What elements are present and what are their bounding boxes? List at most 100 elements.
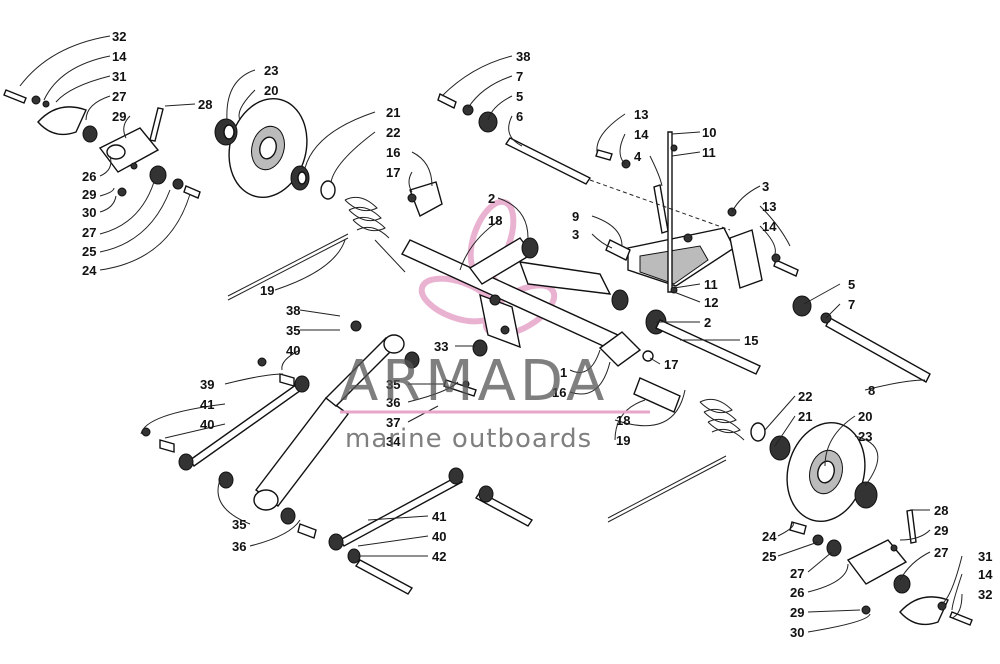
- callout-label: 15: [744, 333, 758, 348]
- center-cross-shaft: [401, 237, 667, 367]
- callout-label: 5: [848, 277, 855, 292]
- callout-label: 22: [798, 389, 812, 404]
- callout-label: 14: [634, 127, 649, 142]
- callout-label: 24: [762, 529, 777, 544]
- watermark-brand: ARMADA: [340, 349, 608, 414]
- right-snap-ring: [750, 422, 766, 442]
- right-torsion-spring: [607, 377, 745, 523]
- upper-rear-shaft: [437, 93, 731, 231]
- callout-label: 25: [762, 549, 776, 564]
- left-spring-bolt: [407, 193, 417, 203]
- left-idler-wheel: [228, 98, 308, 198]
- watermark-tagline: marine outboards: [345, 424, 592, 454]
- callout-label: 32: [112, 29, 126, 44]
- callout-labels: 32 14 31 27 29 28 23 20 21 22 26 29 30 2…: [82, 29, 993, 640]
- callout-label: 27: [82, 225, 96, 240]
- shaft-15: [655, 319, 761, 375]
- right-long-bolt: [792, 295, 931, 383]
- left-axle-clamp: [3, 89, 201, 199]
- callout-label: 3: [762, 179, 769, 194]
- callout-label: 11: [702, 145, 716, 160]
- callout-label: 1: [560, 365, 567, 380]
- callout-label: 42: [432, 549, 446, 564]
- callout-label: 23: [858, 429, 872, 444]
- callout-label: 40: [432, 529, 446, 544]
- callout-label: 10: [702, 125, 716, 140]
- callout-label: 2: [704, 315, 711, 330]
- callout-label: 26: [82, 169, 96, 184]
- lower-link-rods: [141, 373, 534, 595]
- callout-label: 29: [934, 523, 948, 538]
- shock-absorber: [218, 320, 420, 525]
- callout-label: 35: [232, 517, 246, 532]
- callout-label: 13: [762, 199, 776, 214]
- left-wheel-hub: [214, 118, 238, 146]
- callout-label: 25: [82, 244, 96, 259]
- right-axle-clamp: [789, 509, 973, 626]
- callout-label: 32: [978, 587, 992, 602]
- callout-label: 16: [552, 385, 566, 400]
- callout-label: 36: [386, 395, 400, 410]
- callout-label: 37: [386, 415, 400, 430]
- callout-label: 31: [112, 69, 126, 84]
- callout-label: 30: [790, 625, 804, 640]
- callout-label: 35: [386, 377, 400, 392]
- callout-label: 16: [386, 145, 400, 160]
- right-wheel-hub: [854, 481, 878, 509]
- left-spring-block: [409, 181, 443, 217]
- callout-label: 38: [516, 49, 530, 64]
- callout-label: 27: [112, 89, 126, 104]
- callout-label: 18: [488, 213, 502, 228]
- callout-label: 23: [264, 63, 278, 78]
- right-bearing: [769, 435, 791, 461]
- callout-label: 19: [616, 433, 630, 448]
- callout-label: 5: [516, 89, 523, 104]
- left-bearing: [290, 165, 310, 191]
- callout-label: 20: [264, 83, 278, 98]
- callout-label: 40: [200, 417, 214, 432]
- callout-label: 34: [386, 434, 401, 449]
- right-idler-wheel: [786, 422, 866, 522]
- callout-label: 39: [200, 377, 214, 392]
- callout-label: 33: [434, 339, 448, 354]
- callout-label: 28: [198, 97, 212, 112]
- callout-label: 7: [848, 297, 855, 312]
- callout-label: 11: [704, 277, 718, 292]
- callout-label: 22: [386, 125, 400, 140]
- callout-label: 12: [704, 295, 718, 310]
- left-torsion-spring: [227, 196, 406, 301]
- callout-label: 41: [432, 509, 446, 524]
- callout-label: 14: [112, 49, 127, 64]
- callout-label: 38: [286, 303, 300, 318]
- callout-label: 29: [82, 187, 96, 202]
- callout-label: 14: [762, 219, 777, 234]
- callout-label: 28: [934, 503, 948, 518]
- callout-label: 24: [82, 263, 97, 278]
- upper-pivot-bracket: [595, 131, 799, 294]
- armada-watermark: ARMADA marine outboards: [340, 349, 650, 454]
- callout-label: 30: [82, 205, 96, 220]
- callout-label: 21: [386, 105, 400, 120]
- callout-label: 13: [634, 107, 648, 122]
- callout-label: 26: [790, 585, 804, 600]
- callout-label: 9: [572, 209, 579, 224]
- callout-label: 2: [488, 191, 495, 206]
- callout-label: 18: [616, 413, 630, 428]
- callout-label: 27: [790, 566, 804, 581]
- leader-lines: [19, 35, 963, 633]
- callout-label: 20: [858, 409, 872, 424]
- callout-label: 29: [790, 605, 804, 620]
- callout-label: 29: [112, 109, 126, 124]
- callout-label: 7: [516, 69, 523, 84]
- callout-label: 31: [978, 549, 992, 564]
- callout-label: 6: [516, 109, 523, 124]
- left-snap-ring: [320, 180, 336, 200]
- callout-label: 36: [232, 539, 246, 554]
- callout-label: 21: [798, 409, 812, 424]
- callout-label: 17: [664, 357, 678, 372]
- callout-label: 17: [386, 165, 400, 180]
- callout-label: 40: [286, 343, 300, 358]
- callout-label: 19: [260, 283, 274, 298]
- callout-label: 4: [634, 149, 642, 164]
